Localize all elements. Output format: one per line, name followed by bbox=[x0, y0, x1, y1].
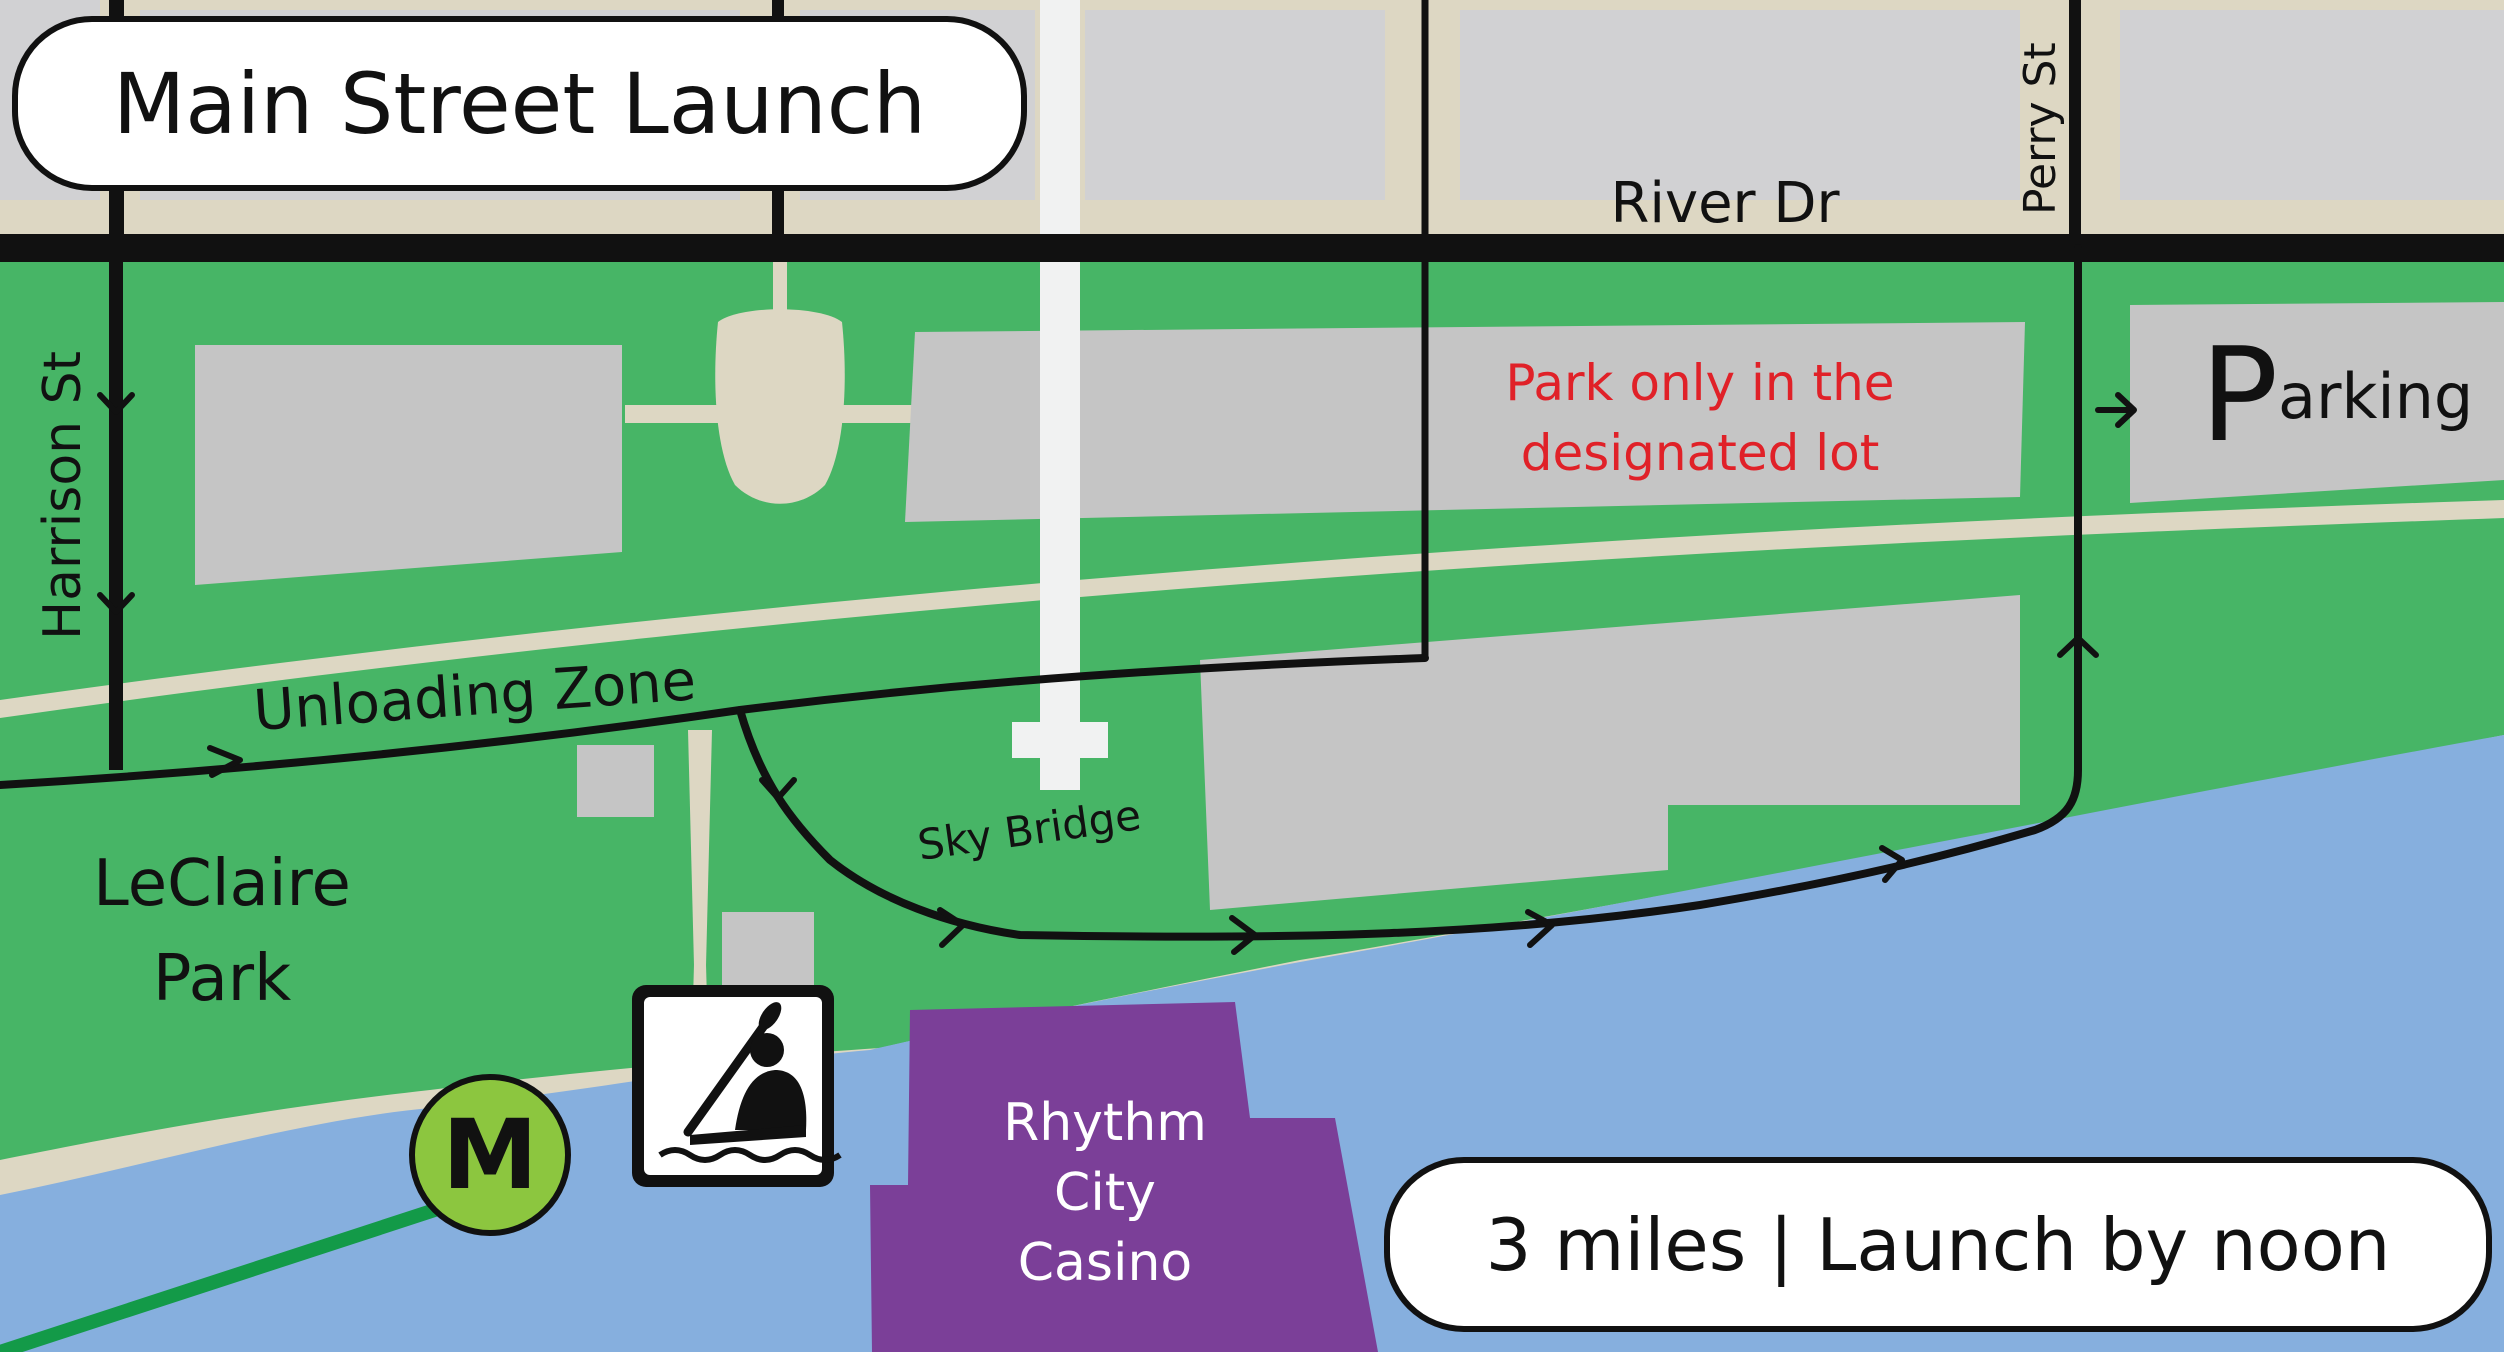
building bbox=[1200, 595, 2020, 910]
parking-lot bbox=[2130, 302, 2504, 503]
city-block bbox=[1460, 10, 2020, 200]
map-title: Main Street Launch bbox=[12, 16, 1027, 191]
building bbox=[195, 345, 622, 585]
route-info: 3 miles | Launch by noon bbox=[1384, 1157, 2492, 1332]
casino-label-line1: Rhythm bbox=[1003, 1093, 1207, 1153]
pier bbox=[688, 730, 712, 1005]
park-label-line2: Park bbox=[153, 942, 291, 1016]
arrow-icon bbox=[2057, 635, 2099, 658]
footpath bbox=[845, 405, 915, 423]
arrow-icon bbox=[1879, 845, 1905, 883]
sky-bridge-landing bbox=[1012, 722, 1108, 758]
building bbox=[905, 322, 2025, 522]
direction-arrows bbox=[97, 392, 2137, 955]
arrow-icon bbox=[2115, 392, 2137, 428]
city-block bbox=[1085, 10, 1385, 200]
sky-bridge bbox=[1040, 0, 1080, 790]
arrow-icon bbox=[97, 592, 135, 615]
metro-letter: M bbox=[442, 1099, 538, 1211]
harrison-st-label: Harrison St bbox=[33, 351, 93, 640]
building bbox=[577, 745, 654, 817]
parking-notice-line2: designated lot bbox=[1521, 424, 1880, 482]
parking-notice-line1: Park only in the bbox=[1505, 354, 1894, 412]
parking-label: arking bbox=[2278, 360, 2473, 433]
river-dr-label: River Dr bbox=[1610, 171, 1840, 236]
metro-icon: M bbox=[409, 1074, 571, 1236]
kayaker-body bbox=[735, 1070, 807, 1130]
route-line bbox=[736, 244, 2082, 941]
casino-label-line3: Casino bbox=[1018, 1233, 1192, 1293]
kayak-icon bbox=[632, 985, 842, 1187]
kayaker-head bbox=[750, 1033, 784, 1067]
route bbox=[0, 244, 2082, 941]
arrow-icon bbox=[937, 907, 966, 948]
arrow-icon bbox=[1229, 915, 1258, 955]
footpath bbox=[773, 262, 787, 322]
metro-badge bbox=[409, 1074, 571, 1236]
arrow-icon bbox=[759, 777, 797, 801]
perry-st-label: Perry St bbox=[2015, 42, 2066, 215]
arrow-icon bbox=[207, 745, 243, 778]
kayak-hull bbox=[690, 1125, 806, 1145]
park-buildings bbox=[195, 302, 2504, 992]
park-label-line1: LeClaire bbox=[93, 847, 351, 921]
arrow-icon bbox=[1525, 909, 1555, 948]
city-block bbox=[2120, 10, 2504, 200]
parking-letter: P bbox=[2200, 319, 2278, 471]
arrow-icon bbox=[97, 392, 135, 415]
water-waves bbox=[658, 1147, 842, 1163]
casino-label-line2: City bbox=[1054, 1163, 1156, 1223]
kayak-paddle-blade bbox=[758, 1002, 782, 1030]
trail bbox=[0, 1198, 453, 1352]
plaza bbox=[715, 309, 845, 504]
casino-building bbox=[870, 1002, 1378, 1352]
building bbox=[722, 912, 814, 992]
